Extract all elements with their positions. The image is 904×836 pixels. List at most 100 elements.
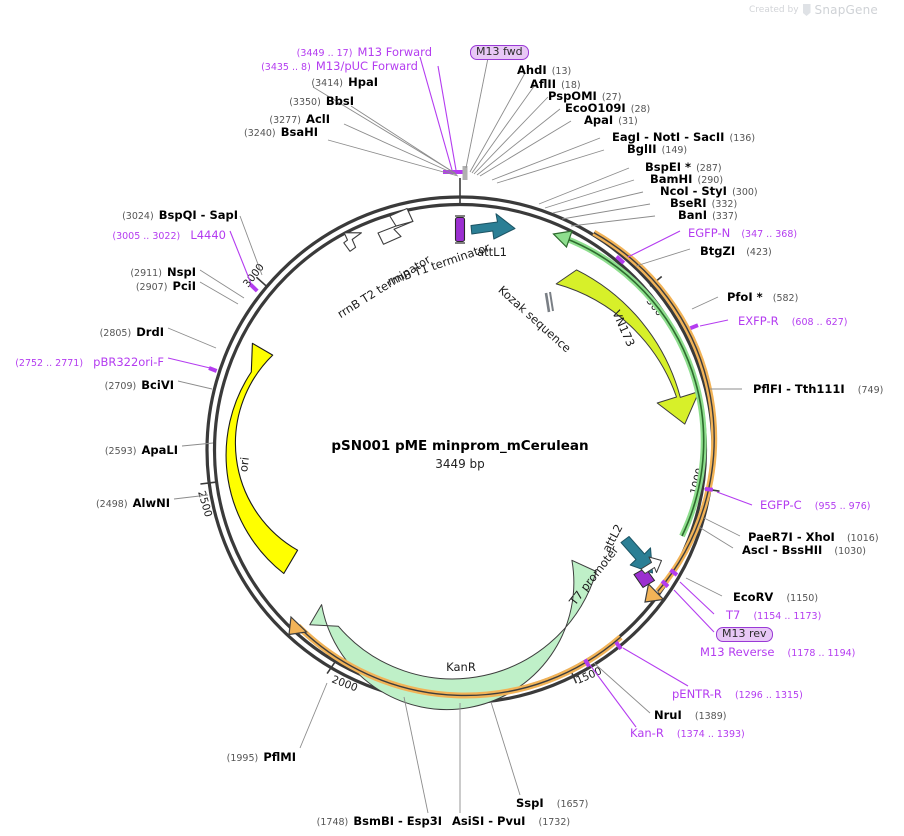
feature-ori[interactable]: ori: [225, 342, 299, 575]
label-name: EXFP-R: [738, 314, 779, 328]
label-pentr-r[interactable]: pENTR-R (1296 .. 1315): [672, 685, 803, 702]
label-nrui[interactable]: NruI (1389): [654, 706, 726, 723]
feature-kozak-sequence[interactable]: Kozak sequence: [496, 283, 574, 356]
label-pos: (149): [661, 145, 688, 156]
feature-minimal-promoter-top[interactable]: [454, 215, 466, 244]
label-pbr322ori-f[interactable]: (2752 .. 2771) pBR322ori-F: [15, 353, 164, 370]
label-alwni[interactable]: (2498) AlwNI: [96, 494, 170, 511]
primer-arc-orange-right: [592, 229, 718, 603]
label-name: pBR322ori-F: [93, 355, 164, 369]
feature-label-kanr: KanR: [446, 660, 476, 674]
label-btgzi[interactable]: BtgZI (423): [700, 242, 772, 259]
label-apai[interactable]: ApaI (31): [584, 111, 638, 128]
label-eagi-noti-sacii[interactable]: EagI - NotI - SacII (136): [612, 128, 755, 145]
label-name: BamHI: [650, 172, 693, 186]
label-name: L4440: [190, 228, 226, 242]
label-ncoi-styi[interactable]: NcoI - StyI (300): [660, 182, 758, 199]
label-t7-primer[interactable]: T7 (1154 .. 1173): [726, 606, 821, 623]
label-bbsi[interactable]: (3350) BbsI: [289, 92, 354, 109]
label-name: EcoO109I: [565, 101, 626, 115]
primer-arc-green: [552, 230, 707, 538]
label-ecorv[interactable]: EcoRV (1150): [733, 588, 818, 605]
label-bspei[interactable]: BspEI * (287): [645, 158, 722, 175]
badge-m13-fwd[interactable]: M13 fwd: [470, 42, 529, 60]
label-acli[interactable]: (3277) AclI: [269, 110, 330, 127]
label-name: M13/pUC Forward: [315, 59, 418, 73]
label-pos: (1154 .. 1173): [753, 611, 822, 622]
label-pos: (3449 .. 17): [296, 48, 353, 59]
badge-m13-rev[interactable]: M13 rev: [716, 624, 773, 642]
feature-label-attl1: attL1: [477, 245, 507, 259]
label-bseri[interactable]: BseRI (332): [670, 194, 737, 211]
feature-kanr[interactable]: KanR: [309, 559, 597, 711]
label-egfp-c[interactable]: EGFP-C (955 .. 976): [760, 496, 871, 513]
label-m13-forward[interactable]: (3449 .. 17) M13 Forward: [297, 43, 432, 60]
label-pos: (955 .. 976): [814, 501, 871, 512]
feature-vn173[interactable]: VN173: [555, 269, 700, 425]
label-bamhi[interactable]: BamHI (290): [650, 170, 723, 187]
label-bsmbi-esp3i[interactable]: (1748) BsmBI - Esp3I: [317, 812, 442, 829]
label-m13-puc-forward[interactable]: (3435 .. 8) M13/pUC Forward: [261, 57, 418, 74]
label-l4440[interactable]: (3005 .. 3022) L4440: [112, 226, 226, 243]
label-name: NspI: [167, 265, 196, 279]
label-bcivi[interactable]: (2709) BciVI: [105, 376, 174, 393]
label-name: BtgZI: [700, 244, 736, 258]
label-name: BbsI: [325, 94, 354, 108]
label-pos: (3435 .. 8): [261, 62, 311, 73]
label-pflmi[interactable]: (1995) PflMI: [227, 748, 296, 765]
label-name: NcoI - StyI: [660, 184, 727, 198]
label-sspi[interactable]: SspI (1657): [516, 794, 588, 811]
snapgene-logo-icon: [802, 4, 811, 16]
label-pspomi[interactable]: PspOMI (27): [548, 87, 621, 104]
feature-label-kozak: Kozak sequence: [496, 283, 574, 356]
label-pos: (18): [561, 80, 581, 91]
label-name: ApaI: [584, 113, 614, 127]
label-name: BseRI: [670, 196, 707, 210]
label-name: AscI - BssHII: [742, 543, 823, 557]
label-bani[interactable]: BanI (337): [678, 206, 738, 223]
label-drdi[interactable]: (2805) DrdI: [100, 323, 164, 340]
label-bglii[interactable]: BglII (149): [627, 140, 687, 157]
label-paer7i-xhoi[interactable]: PaeR7I - XhoI (1016): [748, 528, 879, 545]
label-pos: (2805): [99, 328, 132, 339]
label-name: PciI: [172, 279, 196, 293]
label-pos: (31): [618, 116, 638, 127]
label-apali[interactable]: (2593) ApaLI: [105, 441, 178, 458]
label-nspi[interactable]: (2911) NspI: [130, 263, 196, 280]
label-pos: (749): [857, 385, 884, 396]
label-asci-bsshii[interactable]: AscI - BssHII (1030): [742, 541, 866, 558]
feature-attl1[interactable]: attL1: [470, 213, 516, 259]
label-bspqi-sapi[interactable]: (3024) BspQI - SapI: [122, 206, 238, 223]
label-kan-r[interactable]: Kan-R (1374 .. 1393): [630, 724, 745, 741]
label-m13-reverse[interactable]: M13 Reverse (1178 .. 1194): [700, 643, 855, 660]
label-pos: (2911): [130, 268, 162, 279]
label-bsahi[interactable]: (3240) BsaHI: [244, 123, 318, 140]
label-pos: (2498): [95, 499, 128, 510]
label-pcii[interactable]: (2907) PciI: [136, 277, 196, 294]
label-name: EGFP-C: [760, 498, 802, 512]
label-name: T7: [726, 608, 741, 622]
label-pfoi[interactable]: PfoI * (582): [727, 288, 798, 305]
label-asisi-pvui[interactable]: AsiSI - PvuI (1732): [452, 812, 570, 829]
label-pos: (337): [712, 211, 738, 222]
label-name: M13 Forward: [357, 45, 432, 59]
label-exfp-r[interactable]: EXFP-R (608 .. 627): [738, 312, 847, 329]
leader-lines: [167, 56, 753, 814]
badge-label: M13 rev: [716, 627, 773, 642]
label-name: BspQI - SapI: [158, 208, 238, 222]
label-name: M13 Reverse: [700, 645, 775, 659]
label-pos: (3240): [244, 128, 276, 139]
label-pos: (1030): [834, 546, 866, 557]
label-name: BsaHI: [280, 125, 318, 139]
label-egfp-n[interactable]: EGFP-N (347 .. 368): [688, 224, 797, 241]
label-pflfi-tth111i[interactable]: PflFI - Tth111I (749): [753, 380, 883, 397]
label-aflii[interactable]: AflII (18): [530, 75, 581, 92]
badge-label: M13 fwd: [470, 45, 529, 60]
feature-rrnb-t1-terminator[interactable]: rrnB T1 terminator: [377, 207, 492, 289]
label-name: AhdI: [517, 63, 547, 77]
label-name: BanI: [678, 208, 707, 222]
label-name: ApaLI: [141, 443, 179, 457]
label-ahdi[interactable]: AhdI (13): [517, 61, 571, 78]
label-ecoo109i[interactable]: EcoO109I (28): [565, 99, 650, 116]
label-hpai[interactable]: (3414) HpaI: [311, 73, 378, 90]
